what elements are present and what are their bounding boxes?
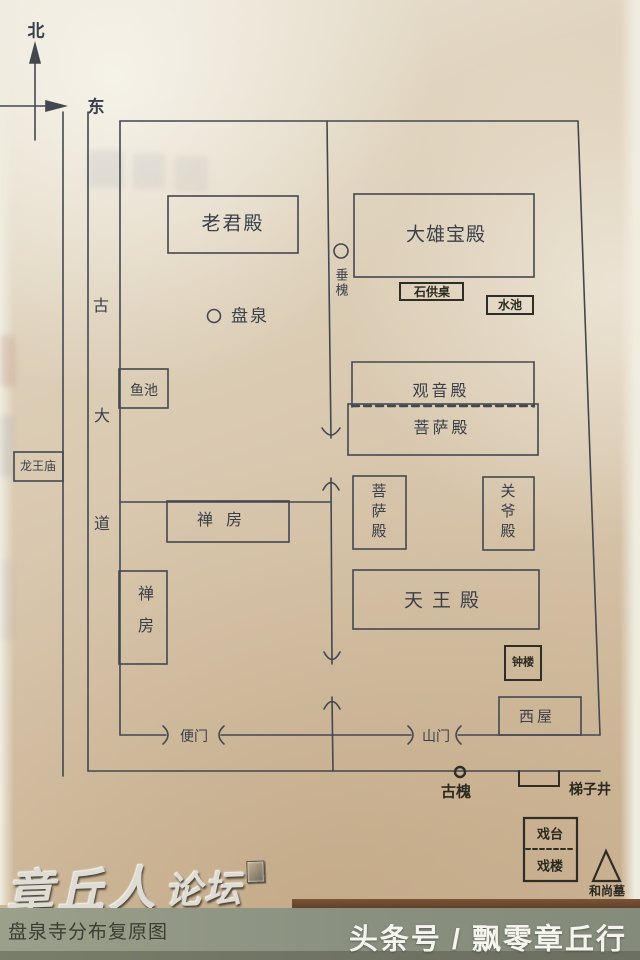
- tianwang-hall-outline: [352, 569, 540, 630]
- guanye-hall-label: 关爷殿: [498, 483, 516, 543]
- pusa-east-hall-label: 菩萨殿: [369, 483, 387, 543]
- stage-lower-label: 戏楼: [536, 858, 564, 874]
- ink-bleed-spot: [132, 153, 166, 189]
- axis-middle-segment: [330, 477, 333, 665]
- shanmen-gate-bracket-left: [407, 725, 414, 745]
- wall-east: [577, 120, 601, 736]
- bianmen-gate-bracket-right: [218, 725, 225, 745]
- compass-east-label: 东: [87, 97, 105, 117]
- calligraphy-sub-text: 论坛: [164, 866, 244, 913]
- author-credit: 头条号 / 飘零章丘行: [348, 924, 627, 956]
- chanfang-west-label: 禅房: [135, 585, 152, 649]
- compass-north-label: 北: [27, 21, 45, 41]
- shanmen-gate-label: 山门: [422, 728, 450, 744]
- laojun-hall-outline: [167, 195, 299, 254]
- shanmen-gate-bracket-right: [455, 725, 462, 745]
- water-pool-label: 水池: [497, 298, 523, 312]
- pusa-east-hall-outline: [352, 475, 407, 550]
- road-label-char-2: 大: [93, 408, 111, 425]
- page-left-margin: [0, 0, 14, 905]
- bottom-watermark-band: [0, 908, 640, 960]
- monk-tomb-triangle: [591, 848, 622, 883]
- daxiong-hall-label: 大雄宝殿: [405, 224, 487, 246]
- fish-pond-outline: [118, 368, 169, 409]
- ink-bleed-spot: [174, 156, 208, 192]
- road-label-char-1: 古: [92, 298, 110, 315]
- margin-bleed-gray: [2, 560, 14, 640]
- chanfang-north-label: 禅房: [196, 512, 256, 529]
- ink-bleed-spot: [88, 150, 124, 188]
- pusa-main-hall-label: 菩萨殿: [413, 420, 471, 437]
- monk-tomb-label: 和尚墓: [588, 884, 626, 898]
- stage-building-outline: [522, 816, 579, 883]
- axis-upper-segment: [326, 120, 332, 439]
- page-edge-strip: [292, 899, 640, 909]
- xiwu-label: 西屋: [518, 708, 556, 726]
- page-right-edge: [620, 0, 640, 900]
- compass-east-arrowhead: [45, 99, 69, 113]
- panquan-spring-label: 盘泉: [231, 306, 269, 326]
- guanye-hall-outline: [482, 476, 535, 551]
- chuihuai-tree-circle: [333, 243, 349, 259]
- bianmen-gate-bracket-left: [162, 725, 169, 745]
- guanyin-hall-outline: [351, 361, 535, 408]
- tizijing-well-label: 梯子井: [569, 781, 611, 797]
- bianmen-gate-label: 便门: [180, 728, 208, 744]
- compass-north-arrowhead: [28, 40, 42, 64]
- pusa-main-hall-outline: [347, 403, 539, 456]
- stone-table-outline: [399, 282, 464, 301]
- guhuai-tree-label: 古槐: [440, 783, 472, 801]
- daxiong-hall-outline: [353, 193, 535, 278]
- fish-pond-label: 鱼池: [130, 382, 158, 398]
- chanfang-west-outline: [118, 570, 168, 665]
- longwangmiao-outline: [13, 451, 64, 482]
- axis-fishtail: [323, 651, 341, 661]
- laojun-hall-label: 老君殿: [201, 213, 265, 235]
- guhuai-tree-circle: [453, 765, 467, 779]
- panquan-spring-circle: [206, 308, 222, 324]
- stone-table-label: 石供桌: [413, 285, 451, 299]
- guanyin-hall-label: 观音殿: [412, 383, 470, 400]
- tizijing-well-outline: [518, 770, 560, 787]
- road-label-char-3: 道: [93, 516, 111, 533]
- water-pool-outline: [486, 295, 534, 315]
- margin-bleed-blue: [0, 415, 13, 477]
- figure-caption: 盘泉寺分布复原图: [8, 922, 169, 943]
- stage-upper-label: 戏台: [536, 826, 564, 842]
- longwangmiao-label: 龙王庙: [19, 459, 57, 473]
- tianwang-hall-label: 天王殿: [403, 590, 489, 612]
- axis-fishtail: [321, 427, 341, 436]
- bell-tower-label: 钟楼: [512, 656, 534, 669]
- margin-bleed-red: [0, 335, 15, 387]
- xiwu-outline: [498, 696, 582, 736]
- chuihuai-tree-label: 垂槐: [333, 268, 349, 298]
- axis-lower-segment: [331, 696, 334, 772]
- bell-tower-outline: [504, 645, 542, 681]
- bottom-shadow-strip: [0, 951, 640, 960]
- forum-seal-stamp: [245, 860, 265, 884]
- chanfang-north-outline: [166, 500, 290, 543]
